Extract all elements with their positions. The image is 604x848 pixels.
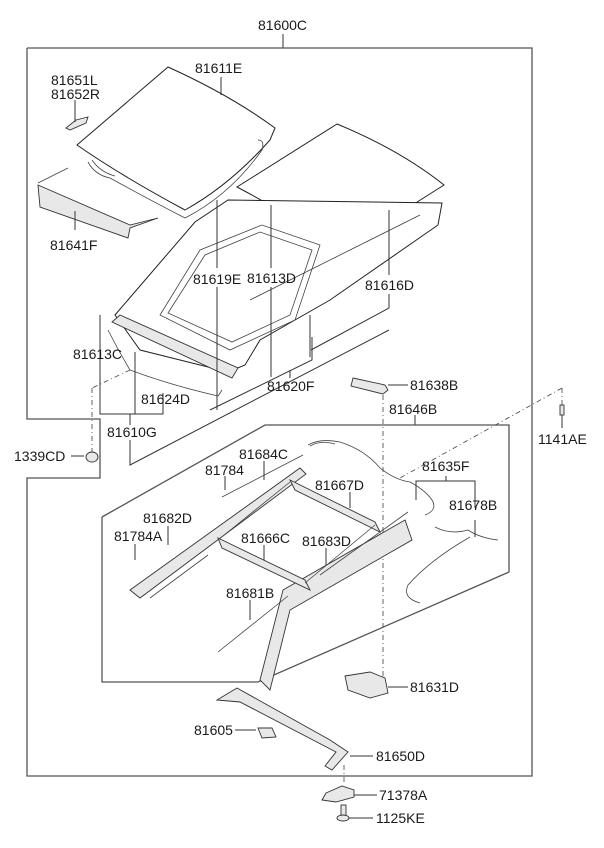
- label-81619e: 81619E: [193, 271, 241, 287]
- bolt-1141ae: [399, 387, 565, 479]
- top-leaders: [74, 77, 390, 466]
- label-81613d: 81613D: [247, 270, 296, 286]
- wire-harness: [406, 520, 499, 604]
- label-81611e: 81611E: [195, 60, 242, 76]
- label-1339cd: 1339CD: [14, 448, 65, 464]
- lower-fasteners: [321, 785, 377, 822]
- label-81600c: 81600C: [258, 17, 307, 33]
- label-81667d: 81667D: [315, 477, 364, 493]
- label-81616d: 81616D: [365, 277, 414, 293]
- subassembly-frame: [101, 415, 510, 683]
- label-81682d: 81682D: [143, 510, 192, 526]
- label-81784a: 81784A: [114, 528, 163, 544]
- label-71378a: 71378A: [379, 787, 428, 803]
- drive-cable: [307, 440, 476, 516]
- label-81638b: 81638B: [410, 377, 458, 393]
- label-81650d: 81650D: [376, 748, 425, 764]
- label-81613c: 81613C: [73, 346, 122, 362]
- front-glass-panel: [76, 66, 276, 219]
- label-81610g: 81610G: [107, 424, 157, 440]
- front-trim-strip: [107, 314, 239, 397]
- guide-rails: [129, 454, 413, 691]
- wind-deflector: [37, 167, 159, 239]
- label-81652r: 81652R: [51, 86, 100, 102]
- label-81666c: 81666C: [241, 530, 290, 546]
- label-81605: 81605: [194, 722, 233, 738]
- deflector-arm: [65, 116, 89, 131]
- label-81620f: 81620F: [267, 378, 314, 394]
- label-1141ae: 1141AE: [538, 431, 587, 447]
- label-81684c: 81684C: [239, 446, 288, 462]
- label-81681b: 81681B: [226, 585, 274, 601]
- label-81635f: 81635F: [422, 458, 469, 474]
- clip-1339cd: [71, 451, 99, 463]
- label-81651l: 81651L: [51, 72, 98, 88]
- label-81683d: 81683D: [302, 533, 351, 549]
- label-81624d: 81624D: [141, 391, 190, 407]
- label-81784: 81784: [205, 462, 244, 478]
- rail-leaders: [134, 461, 351, 620]
- assembly-frame: [26, 34, 533, 777]
- sunroof-motor: [344, 671, 408, 699]
- label-1125ke: 1125KE: [376, 810, 425, 826]
- label-81641f: 81641F: [50, 237, 97, 253]
- bracket-81638b: [350, 377, 408, 680]
- label-81646b: 81646B: [389, 401, 437, 417]
- label-81631d: 81631D: [410, 679, 459, 695]
- front-header: [215, 687, 373, 785]
- label-81678b: 81678B: [449, 497, 497, 513]
